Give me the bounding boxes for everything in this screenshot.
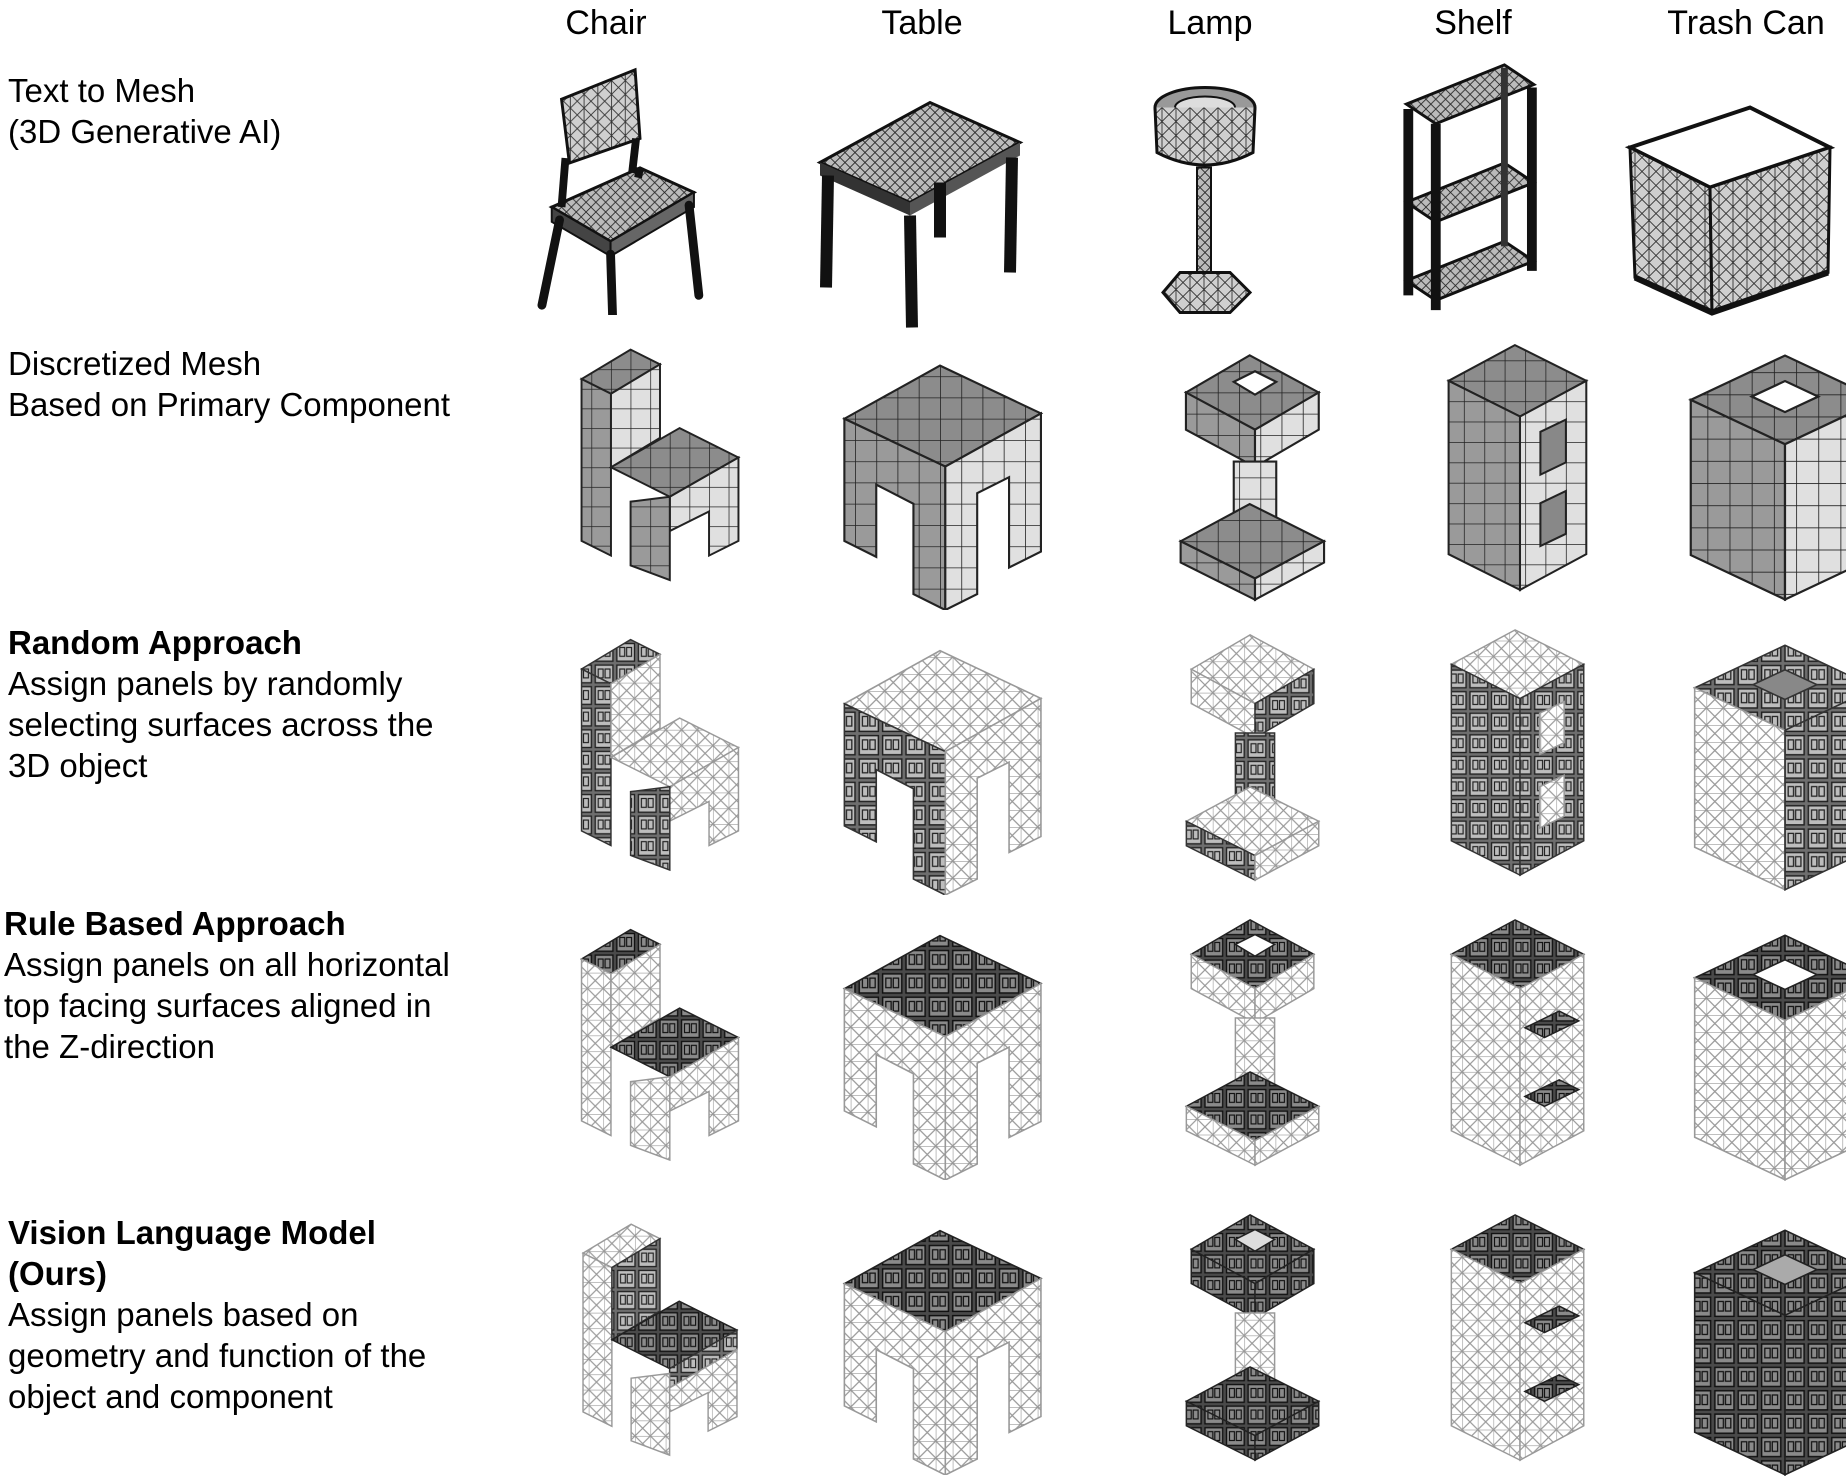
row-label-line: Assign panels based on — [8, 1296, 359, 1333]
rule-shelf — [1400, 915, 1640, 1170]
mesh-table — [800, 80, 1040, 335]
random-table — [820, 640, 1060, 895]
row-label-title: Random Approach — [8, 624, 302, 661]
row-label-line: geometry and function of the — [8, 1337, 427, 1374]
vlm-table — [820, 1220, 1060, 1475]
row-label-random-approach: Random Approach Assign panels by randoml… — [8, 622, 488, 786]
rule-trash-can — [1665, 930, 1846, 1185]
row-label-line: the Z-direction — [4, 1028, 215, 1065]
vlm-trash-can — [1665, 1225, 1846, 1480]
mesh-lamp — [1085, 70, 1325, 325]
row-label-line: Based on Primary Component — [8, 386, 451, 423]
column-header-trash-can: Trash Can — [1667, 4, 1825, 42]
row-label-title: Vision Language Model — [8, 1214, 376, 1251]
row-label-title: Rule Based Approach — [4, 905, 346, 942]
rule-lamp — [1135, 915, 1375, 1170]
mesh-shelf — [1355, 60, 1595, 315]
column-header-lamp: Lamp — [1167, 4, 1253, 42]
row-label-line: 3D object — [8, 747, 148, 784]
row-label-discretized-mesh: Discretized Mesh Based on Primary Compon… — [8, 343, 488, 425]
column-header-shelf: Shelf — [1434, 4, 1512, 42]
mesh-trash-can — [1600, 80, 1840, 335]
row-label-line: Assign panels on all horizontal — [4, 946, 450, 983]
voxel-trash-can — [1665, 350, 1846, 605]
vlm-lamp — [1135, 1210, 1375, 1465]
row-label-title: (Ours) — [8, 1255, 107, 1292]
rule-chair — [540, 910, 780, 1165]
row-label-line: (3D Generative AI) — [8, 113, 282, 150]
row-label-line: Discretized Mesh — [8, 345, 262, 382]
voxel-lamp — [1135, 350, 1375, 605]
vlm-shelf — [1400, 1210, 1640, 1465]
random-trash-can — [1665, 640, 1846, 895]
row-label-line: Assign panels by randomly — [8, 665, 403, 702]
random-shelf — [1400, 625, 1640, 880]
row-label-line: object and component — [8, 1378, 333, 1415]
mesh-chair — [520, 60, 760, 315]
row-label-text-to-mesh: Text to Mesh (3D Generative AI) — [8, 70, 488, 152]
row-label-line: selecting surfaces across the — [8, 706, 434, 743]
row-label-line: top facing surfaces aligned in — [4, 987, 432, 1024]
voxel-table — [820, 355, 1060, 610]
rule-table — [820, 925, 1060, 1180]
random-chair — [540, 620, 780, 875]
random-lamp — [1135, 630, 1375, 885]
column-header-table: Table — [881, 4, 963, 42]
row-label-line: Text to Mesh — [8, 72, 196, 109]
voxel-shelf — [1400, 340, 1640, 595]
row-label-rule-based-approach: Rule Based Approach Assign panels on all… — [4, 903, 484, 1067]
voxel-chair — [540, 330, 780, 585]
column-header-chair: Chair — [565, 4, 647, 42]
vlm-chair — [540, 1205, 780, 1460]
row-label-vision-language-model: Vision Language Model (Ours) Assign pane… — [8, 1212, 488, 1417]
